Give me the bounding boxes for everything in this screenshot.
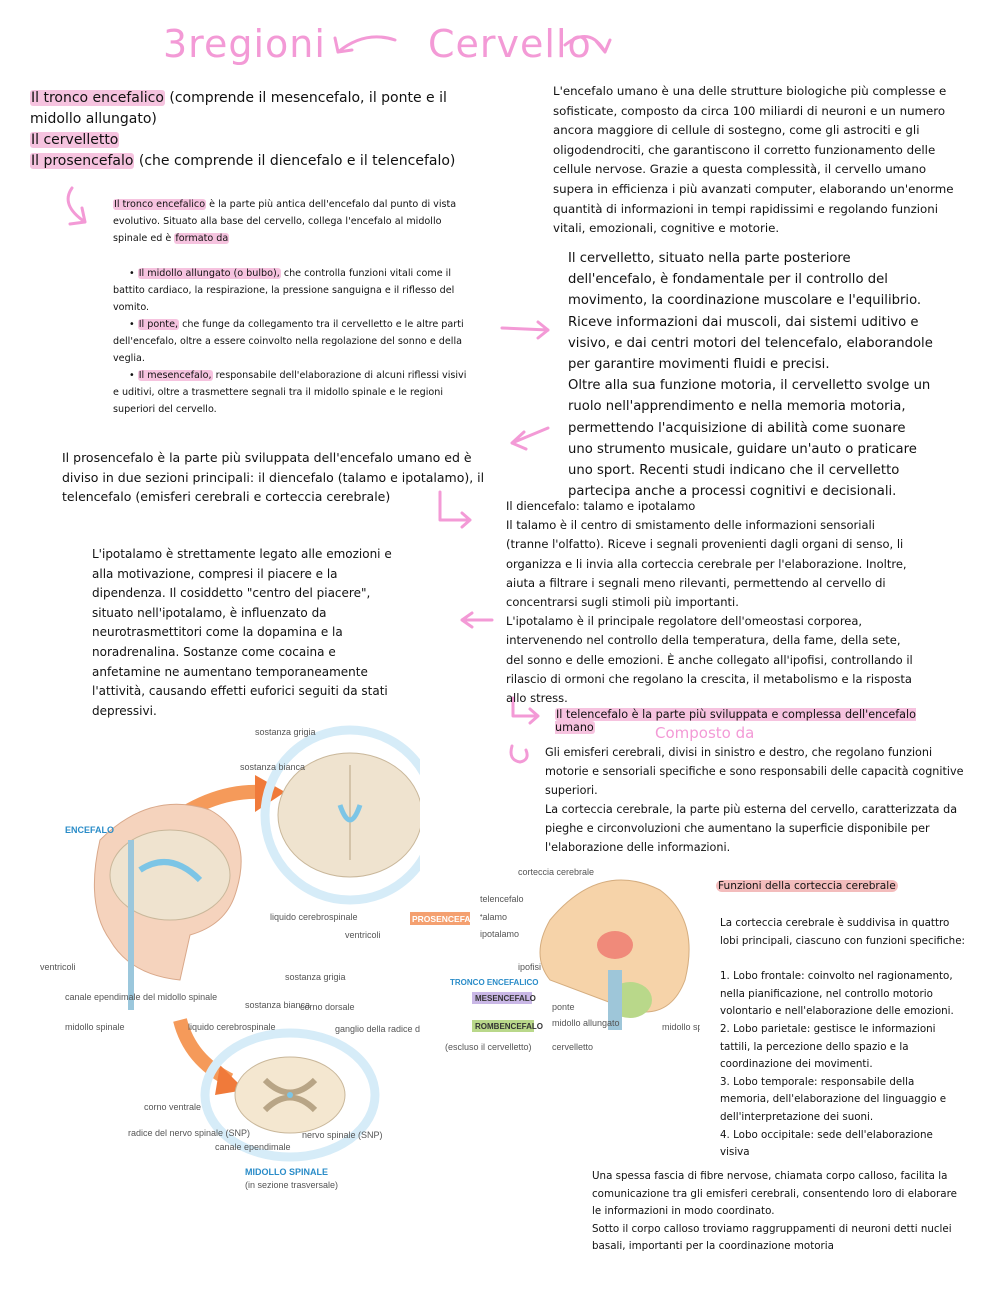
label-liquido-2: liquido cerebrospinale: [188, 1022, 276, 1032]
tronco-bullet-1: • Il midollo allungato (o bulbo), che co…: [113, 268, 455, 313]
brainstem-shape: [608, 970, 622, 1030]
prosencefalo-tag: [410, 912, 470, 925]
ipotalamo-paragraph: L'ipotalamo è il principale regolatore d…: [506, 614, 913, 706]
mesencefalo-tag: [472, 992, 532, 1004]
arrow-left-2: [460, 611, 494, 629]
title-arrow-left: [333, 35, 397, 54]
regions-list: Il tronco encefalico (comprende il mesen…: [30, 88, 490, 172]
right-title: Cervello: [428, 22, 592, 66]
region-3: Il prosencefalo (che comprende il dience…: [30, 153, 456, 169]
title-arrow-right: [563, 35, 612, 54]
composto-da: Composto da: [655, 724, 755, 742]
label-sezione: (in sezione trasversale): [245, 1180, 338, 1190]
ventricles-side: [138, 859, 203, 883]
funzioni-title: Funzioni della corteccia cerebrale: [716, 880, 898, 892]
label-mesencefalo: MESENCEFALO: [475, 994, 536, 1003]
funzioni-block: La corteccia cerebrale è suddivisa in qu…: [720, 915, 965, 1162]
funzioni-intro: La corteccia cerebrale è suddivisa in qu…: [720, 917, 966, 947]
arrow-elbow-1: [438, 490, 472, 529]
label-ponte: ponte: [552, 1002, 575, 1012]
label-corno-ventrale: corno ventrale: [144, 1102, 201, 1112]
label-sostanza-bianca-2: sostanza bianca: [245, 1000, 310, 1010]
central-canal: [287, 1092, 293, 1098]
spinal-cord-line: [128, 840, 134, 1010]
left-title: 3regioni: [163, 22, 326, 66]
label-corno-dorsale: corno dorsale: [300, 1002, 355, 1012]
lobo-parietale: 2. Lobo parietale: gestisce le informazi…: [720, 1022, 936, 1071]
label-sostanza-bianca: sostanza bianca: [240, 762, 305, 772]
label-sostanza-grigia-2: sostanza grigia: [285, 972, 346, 982]
label-tronco: TRONCO ENCEFALICO: [450, 978, 538, 987]
tronco-bullet-2: • Il ponte, che funge da collegamento tr…: [113, 319, 464, 364]
arrow-down-1: [66, 186, 87, 226]
label-rombencefalo: ROMBENCEFALO: [475, 1022, 543, 1031]
label-talamo: talamo: [480, 912, 507, 922]
ventricle-shape: [337, 804, 363, 823]
arrow-right-1: [500, 320, 550, 340]
intro-paragraph: L'encefalo umano è una delle strutture b…: [553, 84, 954, 236]
label-encefalo: ENCEFALO: [65, 825, 114, 835]
label-midollo-spinale: midollo spinale: [65, 1022, 125, 1032]
label-escluso: (escluso il cervelletto): [445, 1042, 532, 1052]
label-radice: radice del nervo spinale (SNP): [128, 1128, 250, 1138]
tronco-intro: Il tronco encefalico è la parte più anti…: [113, 199, 457, 244]
label-corteccia: corteccia cerebrale: [518, 867, 594, 877]
lobo-temporale: 3. Lobo temporale: responsabile della me…: [720, 1075, 947, 1123]
label-prosencefalo: PROSENCEFALO: [412, 914, 483, 924]
region-1: Il tronco encefalico (comprende il mesen…: [30, 90, 447, 127]
label-midollo-spinale-2: midollo spinale: [662, 1022, 700, 1032]
corteccia-paragraph: La corteccia cerebrale, la parte più est…: [545, 803, 958, 854]
lobo-occipitale: 4. Lobo occipitale: sede dell'elaborazio…: [720, 1128, 933, 1159]
prosencefalo-paragraph: Il prosencefalo è la parte più sviluppat…: [62, 450, 485, 504]
emisferi-paragraph: Gli emisferi cerebrali, divisi in sinist…: [545, 746, 964, 797]
corpo-block: Una spessa fascia di fibre nervose, chia…: [592, 1168, 967, 1256]
arrow-left-1: [510, 426, 550, 451]
tronco-bullet-3: • Il mesencefalo, responsabile dell'elab…: [113, 370, 467, 415]
figure-encefalo: ENCEFALO sostanza grigia sostanza bianca…: [40, 725, 420, 1190]
nuclei-basali-paragraph: Sotto il corpo calloso troviamo raggrupp…: [592, 1222, 952, 1253]
label-canale-ependimale-2: canale ependimale: [215, 1142, 291, 1152]
label-ipotalamo: ipotalamo: [480, 929, 519, 939]
label-midollo-allungato: midollo allungato: [552, 1018, 620, 1028]
cervelletto-p1: Il cervelletto, situato nella parte post…: [568, 251, 933, 373]
talamo-paragraph: Il talamo è il centro di smistamento del…: [506, 518, 907, 610]
cervelletto-block: Il cervelletto, situato nella parte post…: [568, 248, 933, 502]
label-sostanza-grigia: sostanza grigia: [255, 727, 316, 737]
label-telencefalo: telencefalo: [480, 894, 524, 904]
diencefalo-block: Il diencefalo: talamo e ipotalamo Il tal…: [506, 497, 916, 708]
label-ganglio: ganglio della radice dorsale (parte del …: [335, 1024, 420, 1034]
section-circle: [260, 725, 420, 905]
tronco-block: Il tronco encefalico è la parte più anti…: [113, 196, 473, 418]
label-nervo-spinale: nervo spinale (SNP): [302, 1130, 383, 1140]
label-ventricoli: ventricoli: [345, 930, 381, 940]
spinal-section-circle: [200, 1028, 380, 1162]
telencefalo-head: Il telencefalo è la parte più sviluppata…: [555, 708, 916, 734]
arrow-elbow-2: [511, 696, 540, 725]
label-ventricoli-2: ventricoli: [40, 962, 76, 972]
telencefalo-block: Gli emisferi cerebrali, divisi in sinist…: [545, 743, 965, 857]
rombencefalo-tag: [472, 1020, 534, 1032]
label-liquido: liquido cerebrospinale: [270, 912, 358, 922]
diencefalo-head: Il diencefalo: talamo e ipotalamo: [506, 499, 696, 513]
label-ipofisi: ipofisi: [518, 962, 541, 972]
label-canale-ependimale: canale ependimale del midollo spinale: [65, 992, 217, 1002]
cervelletto-p2: Oltre alla sua funzione motoria, il cerv…: [568, 378, 931, 500]
label-midollo-title: MIDOLLO SPINALE: [245, 1167, 328, 1177]
coronal-brain: [277, 752, 420, 878]
label-cervelletto: cervelletto: [552, 1042, 593, 1052]
region-2: Il cervelletto: [30, 132, 120, 148]
figure-regioni: corteccia cerebrale telencefalo talamo i…: [410, 867, 700, 1052]
lobo-frontale: 1. Lobo frontale: coinvolto nel ragionam…: [720, 970, 954, 1018]
ipotalamo-emozioni: L'ipotalamo è strettamente legato alle e…: [92, 547, 392, 718]
corpo-calloso-paragraph: Una spessa fascia di fibre nervose, chia…: [592, 1170, 957, 1218]
arrow-curl: [509, 744, 529, 764]
brain-side: [109, 829, 231, 921]
thalamus-shape: [597, 931, 633, 959]
